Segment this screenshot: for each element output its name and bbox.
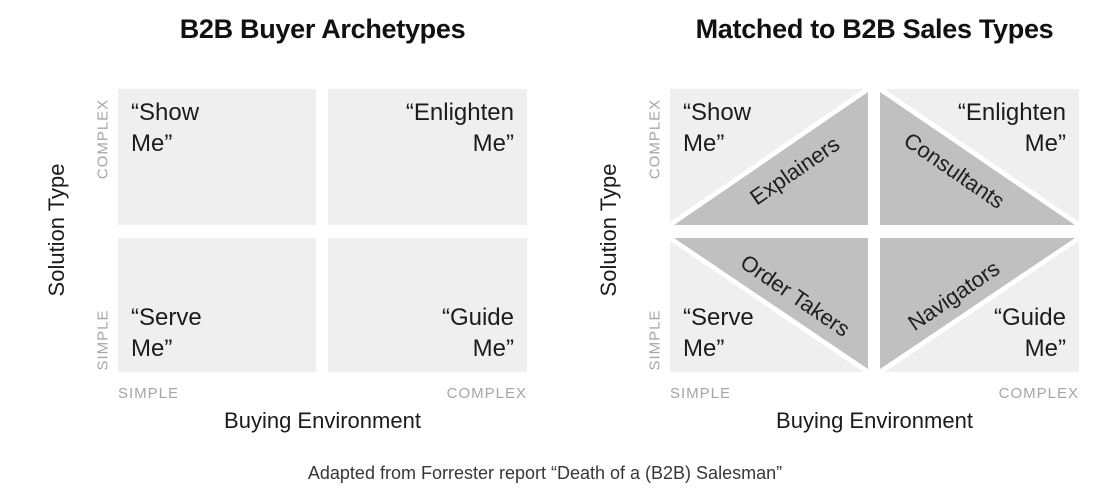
y-tick-simple: SIMPLE [94, 309, 112, 371]
navigators-triangle [880, 238, 1079, 372]
x-axis-title: Buying Environment [776, 408, 973, 433]
quadrant-enlighten-me: “Enlighten Me” [328, 89, 527, 225]
quadrant-guide-me: “Guide Me” [328, 238, 527, 372]
quadrant-label: “Show Me” [131, 99, 200, 158]
quadrant-serve-me-order-takers: Order Takers “Serve Me” [670, 238, 868, 372]
quadrant-label: “Enlighten Me” [957, 99, 1066, 158]
x-axis-title: Buying Environment [224, 408, 421, 433]
quadrant-label: “Enlighten Me” [405, 99, 514, 158]
quadrant-serve-me: “Serve Me” [118, 238, 316, 372]
chart-title: Matched to B2B Sales Types [695, 14, 1054, 44]
x-axis-ticks: SIMPLE COMPLEX [118, 385, 527, 402]
x-tick-simple: SIMPLE [118, 385, 180, 402]
quadrant-label: “Serve Me” [683, 303, 754, 362]
quadrant-label: “Guide Me” [993, 303, 1066, 362]
chart-sales-types: Matched to B2B Sales Types Solution Type… [552, 0, 1110, 503]
y-tick-complex: COMPLEX [94, 98, 112, 180]
quadrant-guide-me-navigators: Navigators “Guide Me” [880, 238, 1079, 372]
x-axis-ticks: SIMPLE COMPLEX [670, 385, 1079, 402]
y-axis-title: Solution Type [44, 163, 69, 297]
quadrant-enlighten-me-consultants: Consultants “Enlighten Me” [880, 89, 1079, 225]
quadrant-label: “Guide Me” [441, 303, 514, 362]
consultants-triangle [880, 89, 1079, 225]
quadrant-label: “Show Me” [683, 99, 752, 158]
x-tick-simple: SIMPLE [670, 385, 732, 402]
chart-title: B2B Buyer Archetypes [179, 14, 466, 44]
x-tick-complex: COMPLEX [446, 385, 527, 402]
quadrant-show-me: “Show Me” [118, 89, 316, 225]
y-axis-title: Solution Type [596, 163, 621, 297]
quadrant-label: “Serve Me” [131, 303, 202, 362]
x-tick-complex: COMPLEX [998, 385, 1079, 402]
source-caption: Adapted from Forrester report “Death of … [307, 463, 783, 483]
quadrant-show-me-explainers: Explainers “Show Me” [670, 89, 868, 225]
y-tick-simple: SIMPLE [646, 309, 664, 371]
y-tick-complex: COMPLEX [646, 98, 664, 180]
chart-buyer-archetypes: B2B Buyer Archetypes Solution Type COMPL… [0, 0, 558, 503]
explainers-triangle [670, 89, 868, 225]
order-takers-triangle [670, 238, 868, 372]
